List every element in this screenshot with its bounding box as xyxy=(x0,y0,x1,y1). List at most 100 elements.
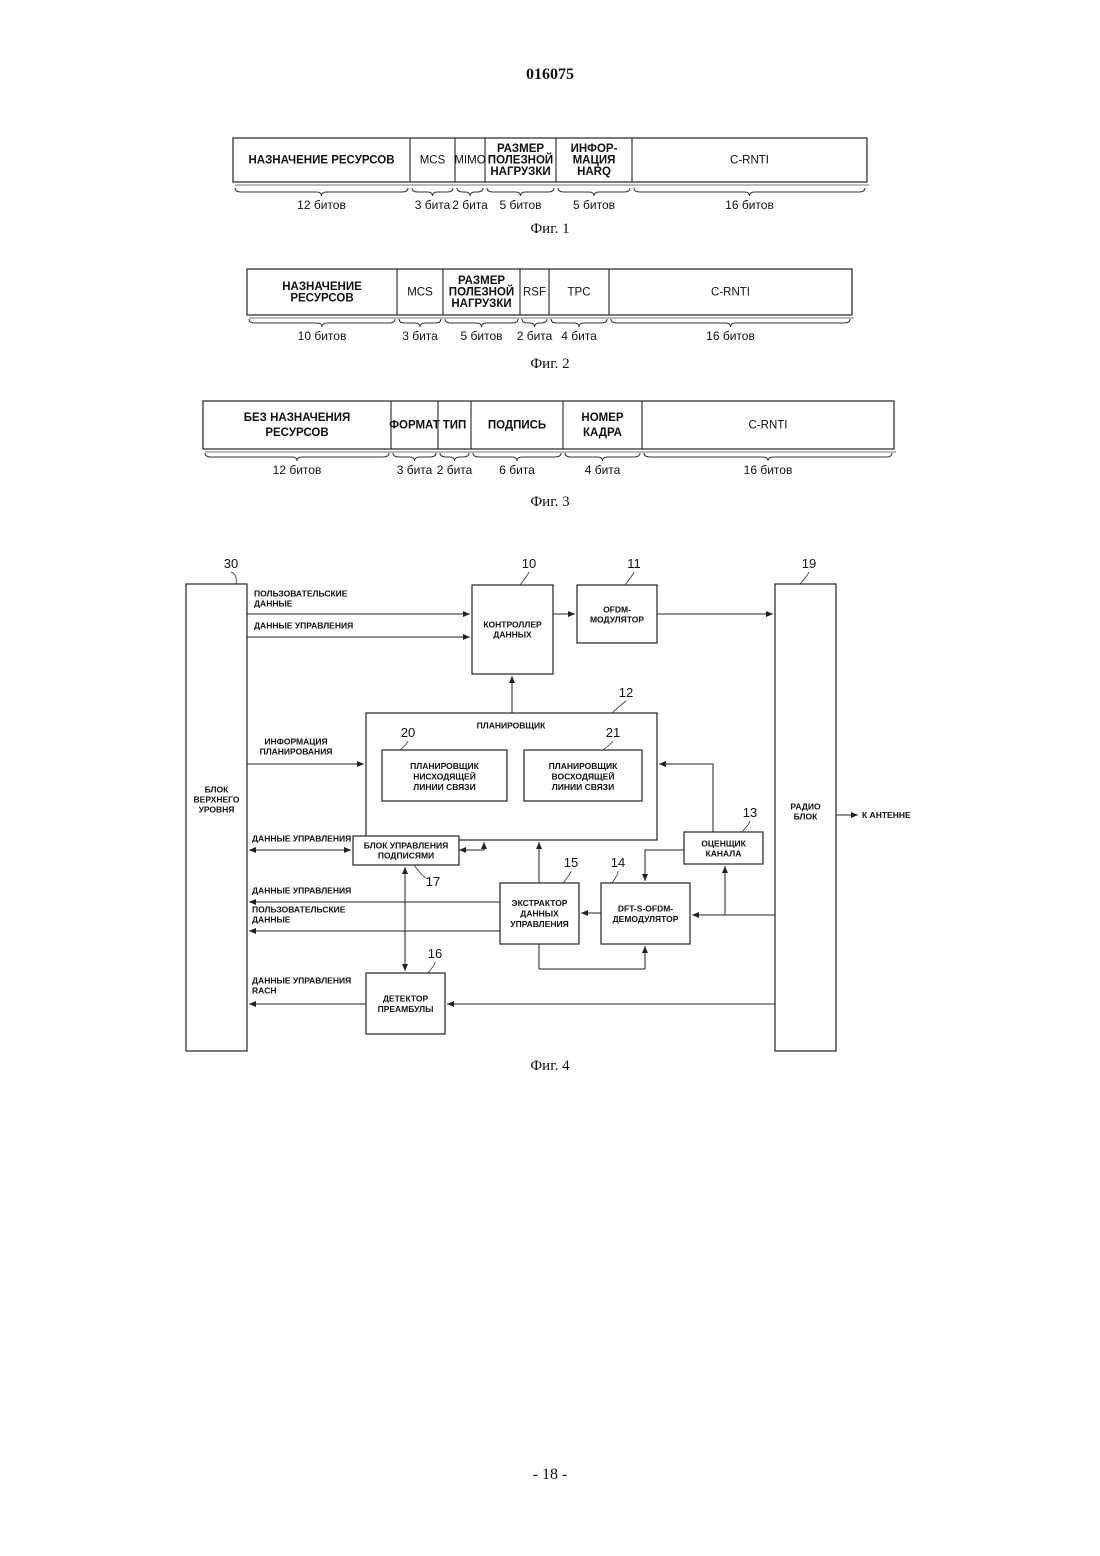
field-label-line: C-RNTI xyxy=(711,287,750,299)
field-bit-count: 6 бита xyxy=(499,463,535,477)
reference-leader xyxy=(612,701,626,713)
field-bit-count: 2 бита xyxy=(517,329,553,343)
reference-leader xyxy=(625,572,634,585)
field-brace xyxy=(473,453,561,461)
field-bit-count: 3 бита xyxy=(415,198,451,212)
field-brace xyxy=(611,319,850,327)
field-label-line: НОМЕР xyxy=(581,412,624,424)
uplink-scheduler-label-line: ЛИНИИ СВЯЗИ xyxy=(552,782,614,792)
extractor-feedback-arrow xyxy=(539,944,645,969)
field-bit-count: 5 битов xyxy=(461,329,503,343)
downlink-scheduler-label-line: ПЛАНИРОВЩИК xyxy=(410,761,480,771)
radio-label-line: РАДИО xyxy=(790,802,821,812)
field-bit-count: 4 бита xyxy=(561,329,597,343)
ref-20: 20 xyxy=(401,725,415,740)
control-data-extractor-label-line: ДАННЫХ xyxy=(520,909,559,919)
field-label-line: ПОЛЕЗНОЙ xyxy=(488,154,553,167)
field-brace xyxy=(565,453,640,461)
document-number: 016075 xyxy=(0,66,1100,84)
field-brace xyxy=(487,188,554,196)
field-label-line: ТИП xyxy=(443,420,467,432)
field-label-line: HARQ xyxy=(577,166,611,178)
rach-label-line: ДАННЫЕ УПРАВЛЕНИЯ xyxy=(252,976,351,986)
field-brace xyxy=(440,453,469,461)
figure-4-caption: Фиг. 4 xyxy=(0,1058,1100,1075)
field-label-line: C-RNTI xyxy=(749,420,788,432)
field-label-line: КАДРА xyxy=(583,427,622,439)
field-label-line: НАЗНАЧЕНИЕ xyxy=(282,281,362,293)
downlink-scheduler-label-line: НИСХОДЯЩЕЙ xyxy=(413,771,476,782)
field-label-line: РЕСУРСОВ xyxy=(290,292,353,304)
reference-leader xyxy=(742,821,750,832)
field-label-line: НАГРУЗКИ xyxy=(451,298,511,310)
field-label-line: МАЦИЯ xyxy=(573,155,616,167)
upper-layer-label-line: УРОВНЯ xyxy=(199,805,235,815)
field-label-line: БЕЗ НАЗНАЧЕНИЯ xyxy=(244,412,350,424)
channel-estimator-label-line: КАНАЛА xyxy=(706,849,742,859)
field-bit-count: 12 битов xyxy=(273,463,322,477)
field-bit-count: 2 бита xyxy=(437,463,473,477)
reference-leader xyxy=(563,871,571,883)
field-label-line: MCS xyxy=(420,155,446,167)
field-brace xyxy=(634,188,865,196)
ref-11: 11 xyxy=(627,556,641,571)
ref-30: 30 xyxy=(224,556,238,571)
signature-control-label-line: БЛОК УПРАВЛЕНИЯ xyxy=(364,841,448,851)
field-brace xyxy=(235,188,408,196)
dft-s-ofdm-demodulator-label-line: ДЕМОДУЛЯТОР xyxy=(613,914,679,924)
field-brace xyxy=(249,319,395,327)
to-antenna-label: К АНТЕННЕ xyxy=(862,810,911,820)
data-controller-label-line: КОНТРОЛЛЕР xyxy=(483,620,542,630)
field-brace xyxy=(393,453,436,461)
reference-leader xyxy=(520,572,529,585)
field-label-line: РАЗМЕР xyxy=(458,275,505,287)
radio-label-line: БЛОК xyxy=(794,812,818,822)
channel-estimator-label-line: ОЦЕНЩИК xyxy=(701,839,746,849)
field-frame xyxy=(203,401,894,449)
downlink-scheduler-label-line: ЛИНИИ СВЯЗИ xyxy=(413,782,475,792)
field-bit-count: 5 битов xyxy=(500,198,542,212)
control-data-in-label-line: ДАННЫЕ УПРАВЛЕНИЯ xyxy=(254,621,353,631)
control-data-extractor-label-line: ЭКСТРАКТОР xyxy=(512,898,568,908)
uplink-scheduler-label-line: ПЛАНИРОВЩИК xyxy=(549,761,619,771)
reference-leader xyxy=(231,572,236,584)
ref-10: 10 xyxy=(522,556,536,571)
field-brace xyxy=(445,319,518,327)
field-label-line: НАЗНАЧЕНИЕ РЕСУРСОВ xyxy=(248,155,394,167)
field-bit-count: 16 битов xyxy=(744,463,793,477)
ref-14: 14 xyxy=(611,855,625,870)
control-data-extractor-label-line: УПРАВЛЕНИЯ xyxy=(510,919,568,929)
figure-4-block-diagram: БЛОКВЕРХНЕГОУРОВНЯ30РАДИОБЛОК19КОНТРОЛЛЕ… xyxy=(0,545,1100,1065)
field-label-line: ФОРМАТ xyxy=(389,420,440,432)
reference-leader xyxy=(800,572,809,584)
field-bit-count: 16 битов xyxy=(706,329,755,343)
preamble-detector-label-line: ДЕТЕКТОР xyxy=(383,993,429,1003)
scheduling-info-label-line: ПЛАНИРОВАНИЯ xyxy=(260,747,333,757)
ref-13: 13 xyxy=(743,805,757,820)
field-brace xyxy=(558,188,630,196)
field-bit-count: 4 бита xyxy=(585,463,621,477)
field-label-line: TPC xyxy=(568,287,591,299)
figure-3-field-diagram: БЕЗ НАЗНАЧЕНИЯРЕСУРСОВ12 битовФОРМАТ3 би… xyxy=(0,392,1100,492)
rach-label-line: RACH xyxy=(252,986,277,996)
reference-leader xyxy=(428,962,435,973)
ref-19: 19 xyxy=(802,556,816,571)
preamble-detector-label-line: ПРЕАМБУЛЫ xyxy=(378,1004,434,1014)
field-bit-count: 10 битов xyxy=(298,329,347,343)
ref-17: 17 xyxy=(426,874,440,889)
field-brace xyxy=(205,453,389,461)
field-label-line: РЕСУРСОВ xyxy=(265,427,328,439)
estimator-to-demodulator-arrow xyxy=(645,850,684,881)
upper-layer-label-line: БЛОК xyxy=(205,785,229,795)
field-brace xyxy=(551,319,607,327)
field-bit-count: 12 битов xyxy=(297,198,346,212)
field-brace xyxy=(399,319,441,327)
figure-2-caption: Фиг. 2 xyxy=(0,356,1100,373)
user-data-out-label-line: ДАННЫЕ xyxy=(252,915,291,925)
ref-21: 21 xyxy=(606,725,620,740)
field-bit-count: 2 бита xyxy=(452,198,488,212)
ofdm-modulator-label-line: МОДУЛЯТОР xyxy=(590,615,644,625)
field-label-line: C-RNTI xyxy=(730,155,769,167)
estimator-to-scheduler-arrow xyxy=(659,764,713,832)
reference-leader xyxy=(612,871,618,883)
